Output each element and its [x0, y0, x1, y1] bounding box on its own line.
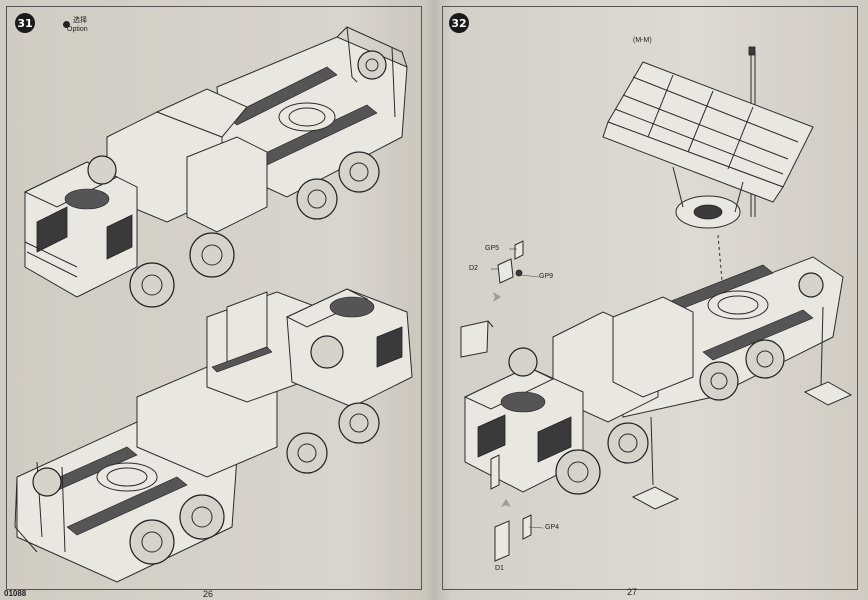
part-label-gp9: GP9	[539, 273, 554, 280]
part-label-gp4: GP4	[545, 524, 560, 531]
option-text-en: Option	[67, 26, 88, 33]
catalog-number: 01088	[4, 589, 27, 598]
right-page: 32 (M-M)	[442, 6, 858, 597]
part-label-gp5: GP5	[485, 245, 500, 252]
page-number-right: 27	[627, 587, 638, 597]
mode-label: (M-M)	[633, 37, 652, 44]
step-number-32: 32	[449, 13, 469, 33]
option-icon	[63, 21, 70, 28]
truck-illustration-top	[14, 26, 413, 583]
launcher-illustration	[460, 46, 853, 562]
part-label-d1: D1	[495, 565, 504, 572]
option-text-cn: 选择	[73, 17, 87, 24]
part-label-d2: D2	[469, 265, 478, 272]
page-number-left: 26	[203, 589, 214, 599]
left-page: 31 选择 Option	[4, 6, 422, 599]
step-number-31: 31	[15, 13, 35, 33]
